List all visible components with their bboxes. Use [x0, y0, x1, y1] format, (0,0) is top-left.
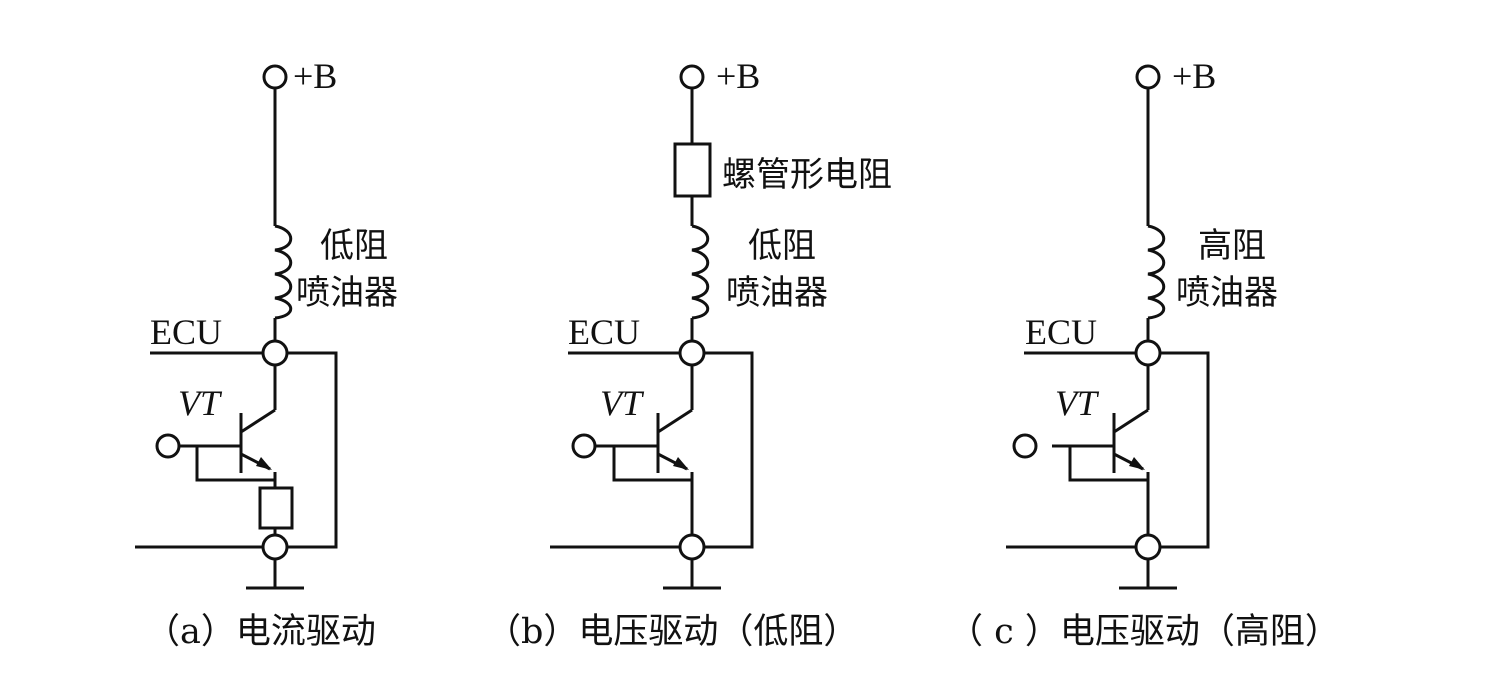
- injector-coil-icon: [1147, 224, 1166, 320]
- collector-node: [678, 339, 706, 367]
- supply-label: +B: [1172, 56, 1216, 96]
- collector-node: [261, 339, 289, 367]
- circuit-b: +B 螺管形电阻 低阻 喷油器 ECU VT （b）电压驱动（低阻）: [486, 56, 892, 652]
- transistor-label: VT: [178, 383, 223, 423]
- ground-node: [1134, 533, 1162, 561]
- circuit-a: +B 低阻 喷油器 ECU VT （a）电流驱动: [135, 56, 398, 652]
- ecu-label: ECU: [568, 312, 640, 352]
- caption-c: （ c ）电压驱动（高阻）: [948, 612, 1340, 652]
- supply-terminal: [1135, 64, 1161, 90]
- injector-coil-icon: [691, 224, 710, 320]
- transistor-label: VT: [600, 383, 645, 423]
- npn-transistor-icon: [656, 408, 693, 473]
- injector-coil-icon: [274, 224, 293, 320]
- input-terminal: [1012, 433, 1038, 459]
- caption-b: （b）电压驱动（低阻）: [486, 612, 858, 652]
- transistor-label: VT: [1055, 383, 1100, 423]
- feedback-wire: [195, 446, 275, 482]
- injector-label-line2: 喷油器: [1176, 273, 1278, 313]
- ecu-label: ECU: [150, 312, 222, 352]
- supply-label: +B: [293, 56, 337, 96]
- emitter-resistor-icon: [258, 486, 294, 530]
- supply-label: +B: [716, 56, 760, 96]
- series-resistor-label: 螺管形电阻: [722, 155, 892, 195]
- supply-terminal: [262, 64, 288, 90]
- supply-terminal: [679, 64, 705, 90]
- injector-label-line1: 低阻: [748, 226, 816, 266]
- input-terminal: [571, 433, 597, 459]
- ground-node: [678, 533, 706, 561]
- return-wire: [287, 351, 338, 549]
- feedback-wire: [1068, 446, 1148, 482]
- npn-transistor-icon: [1112, 408, 1149, 473]
- solenoid-resistor-icon: [673, 142, 712, 198]
- return-wire: [1160, 351, 1210, 549]
- ground-node: [261, 533, 289, 561]
- injector-label-line2: 喷油器: [296, 273, 398, 313]
- feedback-wire: [612, 446, 692, 482]
- input-terminal: [155, 433, 181, 459]
- circuit-c: +B 高阻 喷油器 ECU VT （ c ）电压驱动（高阻）: [948, 56, 1340, 652]
- return-wire: [704, 351, 754, 549]
- collector-node: [1134, 339, 1162, 367]
- injector-label-line1: 低阻: [320, 226, 388, 266]
- caption-a: （a）电流驱动: [145, 612, 376, 652]
- injector-label-line1: 高阻: [1198, 226, 1266, 266]
- ecu-label: ECU: [1025, 312, 1097, 352]
- injector-label-line2: 喷油器: [726, 273, 828, 313]
- npn-transistor-icon: [239, 408, 276, 473]
